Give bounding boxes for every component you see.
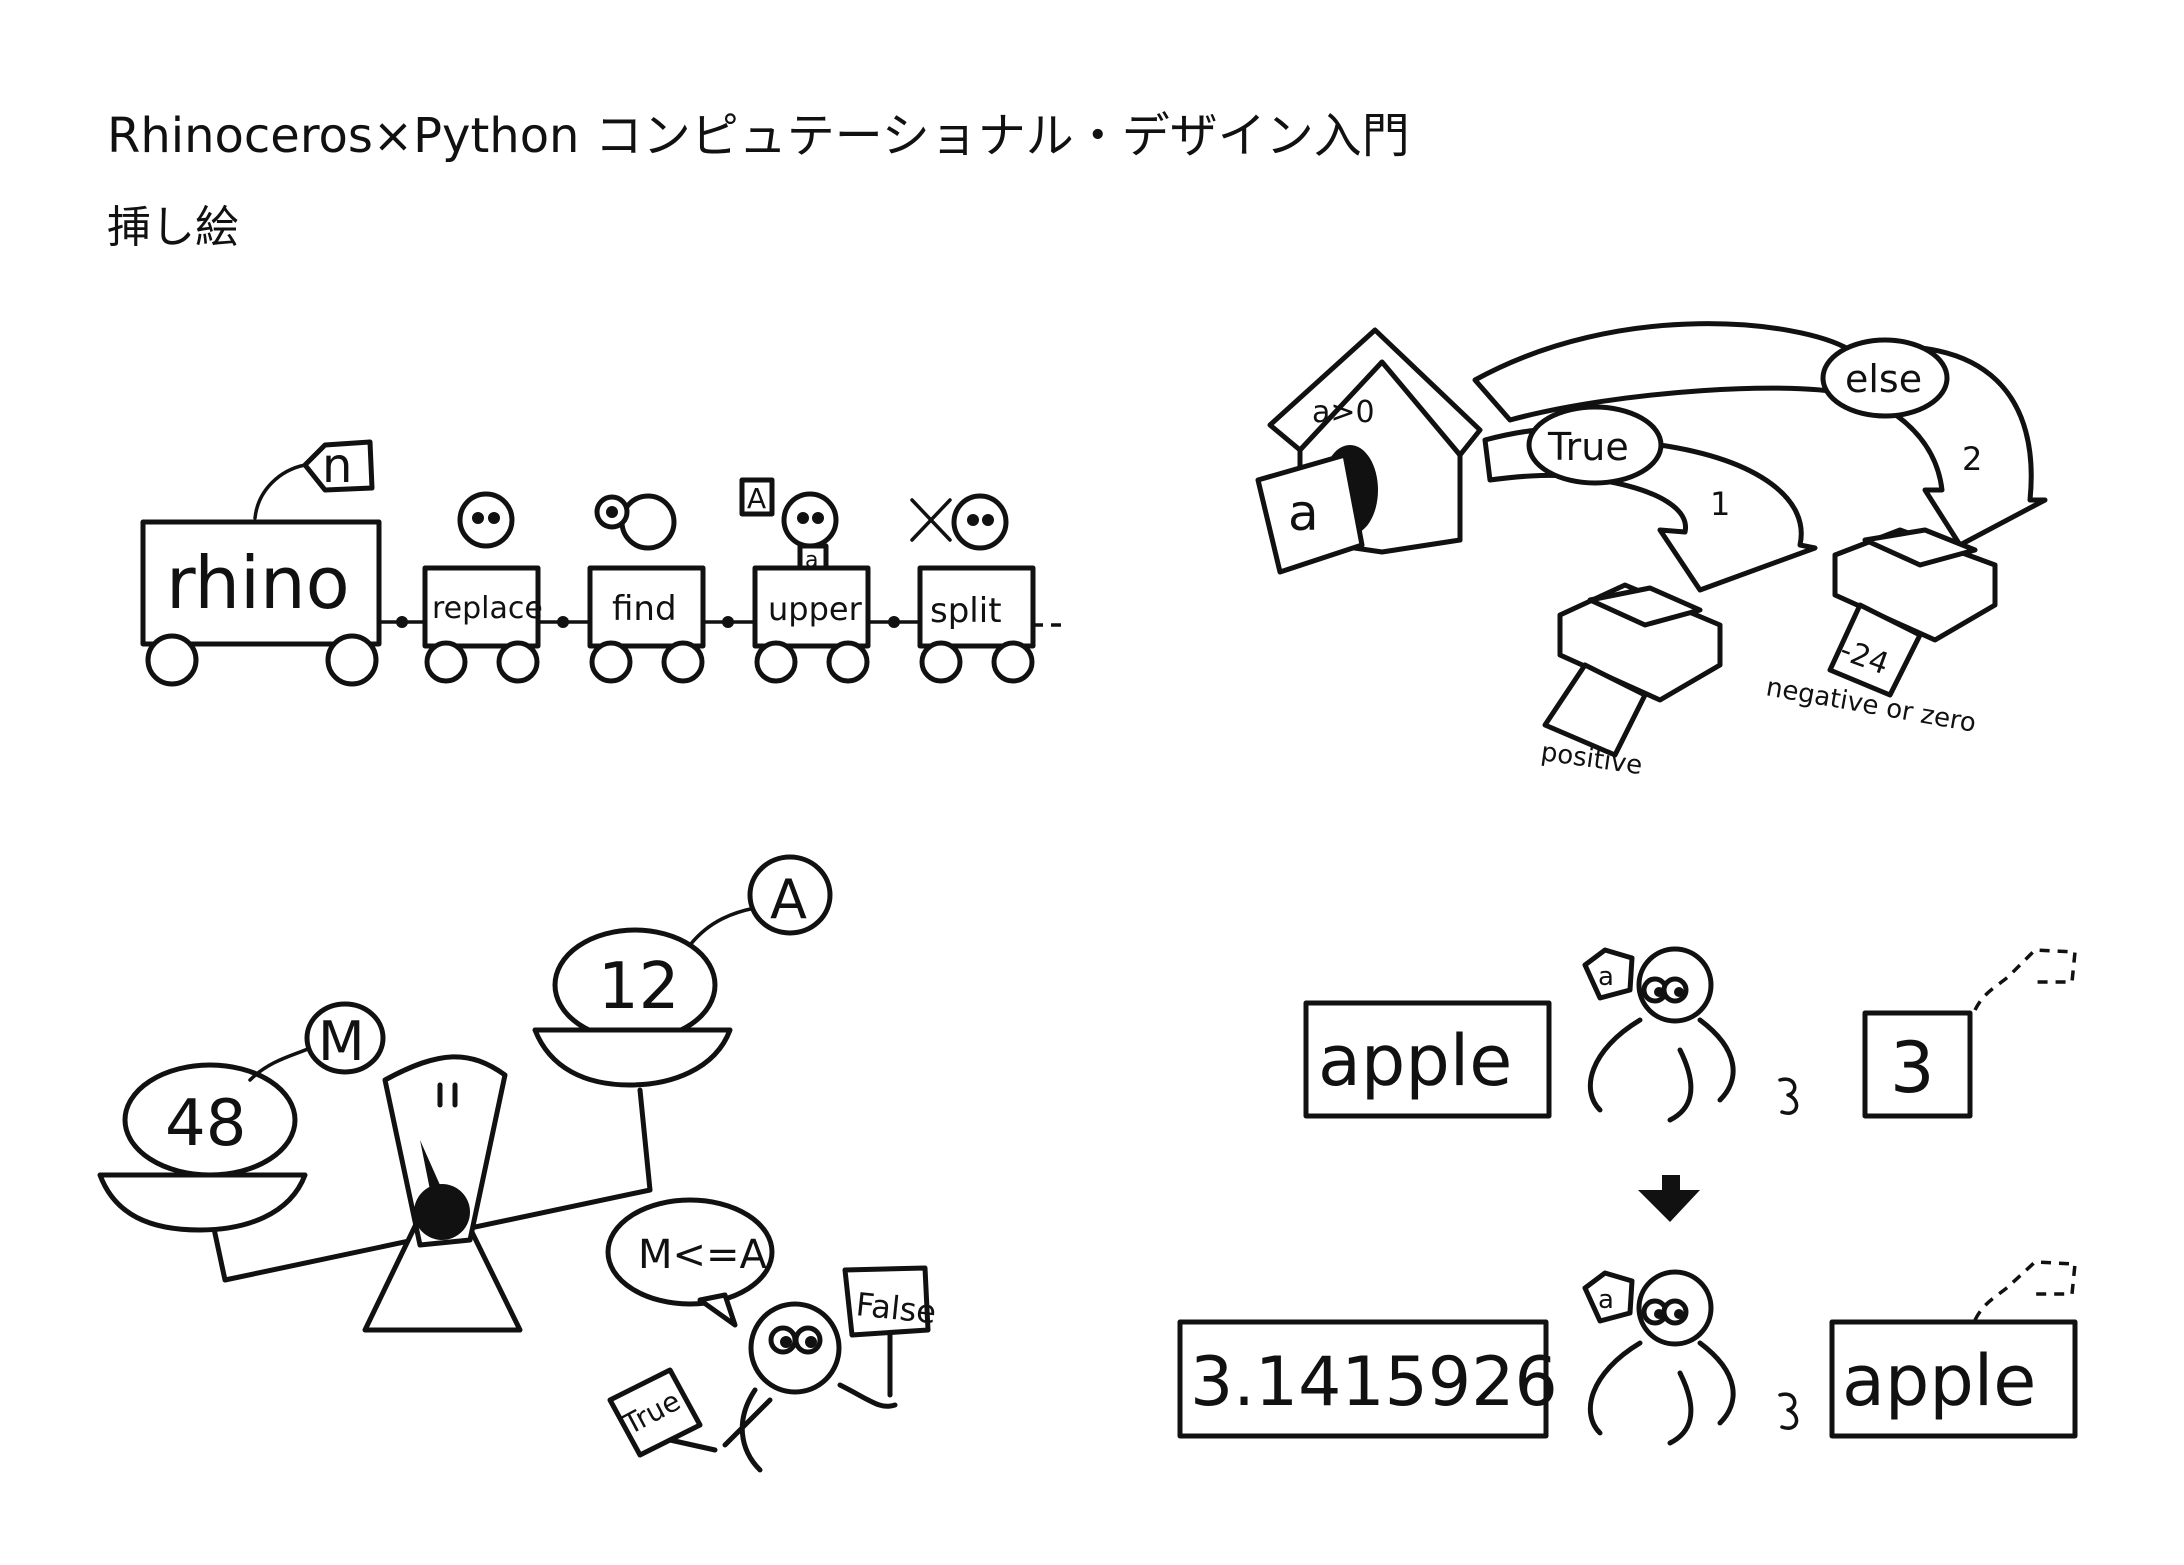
tag-string — [253, 463, 307, 520]
left-pan — [97, 1172, 308, 1233]
printer-1: positive — [1539, 582, 1723, 781]
speech-text: M<=A — [638, 1232, 768, 1278]
right-name-bubble — [747, 854, 833, 936]
engine-label: rhino — [166, 541, 350, 625]
scale-gauge — [382, 1054, 508, 1248]
card-label: a — [1288, 484, 1319, 542]
car-find: find — [587, 493, 706, 684]
variable-swap: apple a 3 3.1415926 a apple — [1177, 946, 2078, 1446]
tag — [302, 439, 375, 493]
printer-2: -24 negative or zero — [1764, 527, 1998, 739]
bottom-left-box-label: 3.1415926 — [1190, 1343, 1558, 1422]
car-upper: A a upper — [739, 477, 871, 684]
top-right-box — [1862, 1010, 1973, 1119]
engine-car — [140, 519, 382, 647]
car-split: split — [910, 493, 1036, 684]
bottom-runner: a — [1582, 1269, 1799, 1446]
speech-bubble — [605, 1197, 775, 1307]
comparison-scale: 48 M 12 A M<=A True False — [97, 854, 938, 1473]
tag-label: n — [322, 438, 352, 494]
car-label: find — [612, 589, 677, 629]
else-label: else — [1845, 357, 1922, 401]
sign-true — [607, 1367, 703, 1458]
string-method-train: n rhino replace find — [140, 438, 1065, 687]
top-left-box-label: apple — [1318, 1020, 1512, 1102]
top-right-box-label: 3 — [1890, 1027, 1935, 1109]
left-name-bubble — [304, 1001, 386, 1075]
character-card: A — [747, 482, 766, 515]
arrow-1-label: 1 — [1710, 485, 1730, 523]
bottom-right-box — [1829, 1319, 2078, 1439]
printer-1-output: positive — [1539, 737, 1644, 781]
left-value: 48 — [165, 1087, 246, 1161]
right-name: A — [770, 868, 807, 931]
car-label: upper — [768, 590, 863, 628]
sign-false — [842, 1265, 931, 1338]
right-value: 12 — [598, 950, 679, 1024]
sign-false-label: False — [854, 1285, 938, 1331]
card — [1255, 452, 1365, 575]
bottom-left-box — [1177, 1319, 1549, 1439]
car-label: split — [930, 591, 1002, 631]
car-replace: replace — [422, 491, 543, 684]
bottom-right-box-label: apple — [1842, 1340, 2036, 1422]
true-label: True — [1547, 425, 1629, 469]
car-label: replace — [432, 591, 543, 626]
right-pan — [532, 1027, 733, 1088]
page-subtitle: 挿し絵 — [107, 202, 239, 253]
top-card-label: a — [1598, 962, 1614, 992]
top-runner: a — [1582, 946, 1799, 1123]
down-arrow — [1638, 1175, 1700, 1222]
left-name: M — [318, 1010, 365, 1073]
top-left-box — [1303, 1000, 1552, 1119]
house-label: a>0 — [1312, 395, 1375, 430]
else-bubble — [1820, 337, 1950, 419]
arrow-2-label: 2 — [1962, 440, 1982, 478]
bottom-card-label: a — [1598, 1285, 1614, 1315]
if-else-branch: a>0 a else True 1 2 positive -24 negativ… — [1255, 321, 2048, 781]
true-bubble — [1526, 404, 1664, 486]
page-title: Rhinoceros×Python コンピュテーショナル・デザイン入門 — [107, 108, 1410, 164]
